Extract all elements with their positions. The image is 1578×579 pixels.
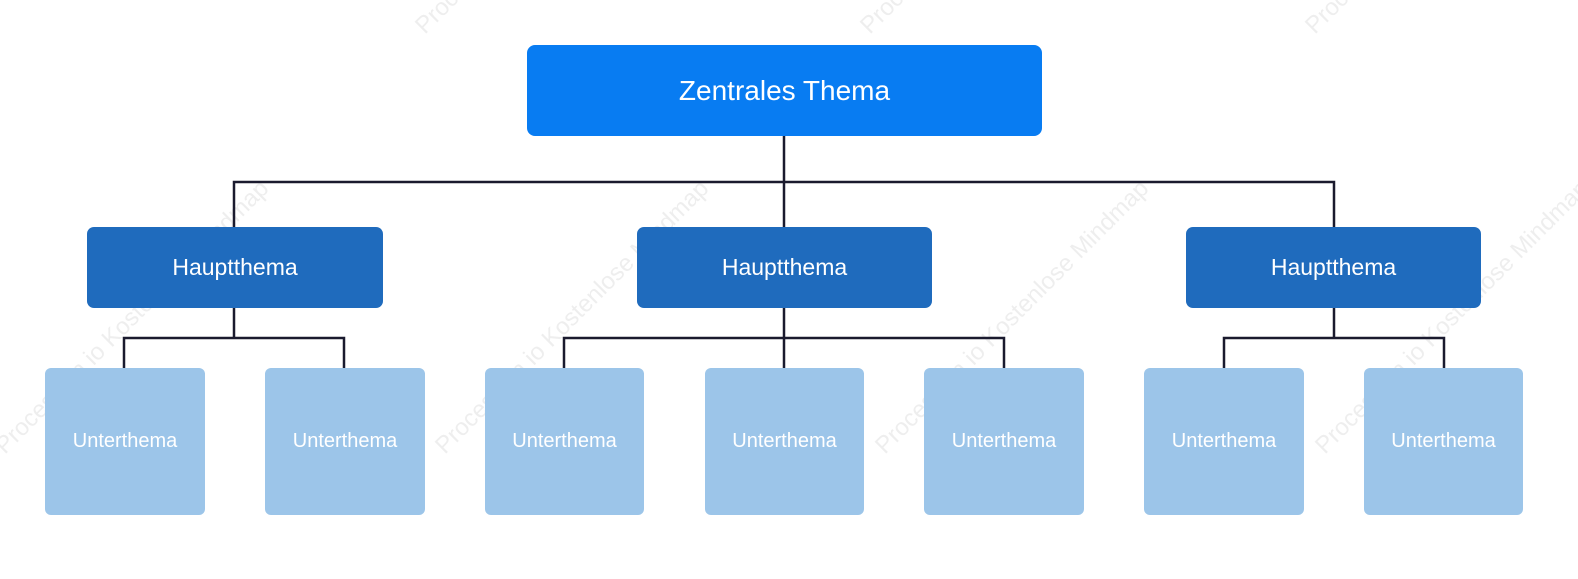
main-topic-2[interactable]: Hauptthema <box>637 227 932 308</box>
connector-group-2 <box>562 307 1006 369</box>
main-topic-label: Hauptthema <box>172 254 298 280</box>
subtopic-2-2[interactable]: Unterthema <box>705 368 864 515</box>
central-topic-label: Zentrales Thema <box>678 74 891 106</box>
connector-group-1 <box>122 307 346 369</box>
subtopic-1-2[interactable]: Unterthema <box>265 368 425 515</box>
subtopic-2-1[interactable]: Unterthema <box>485 368 644 515</box>
subtopic-label: Unterthema <box>732 430 837 452</box>
subtopic-label: Unterthema <box>512 430 617 452</box>
connector-group-3 <box>1222 307 1446 369</box>
subtopic-label: Unterthema <box>1391 430 1496 452</box>
main-topic-3[interactable]: Hauptthema <box>1186 227 1481 308</box>
central-topic[interactable]: Zentrales Thema <box>527 45 1042 136</box>
main-topic-1[interactable]: Hauptthema <box>87 227 383 308</box>
main-topic-label: Hauptthema <box>721 254 848 280</box>
main-topic-label: Hauptthema <box>1270 254 1397 280</box>
subtopic-3-1[interactable]: Unterthema <box>1144 368 1304 515</box>
subtopic-label: Unterthema <box>951 430 1057 452</box>
subtopic-3-2[interactable]: Unterthema <box>1364 368 1523 515</box>
subtopic-label: Unterthema <box>292 430 398 452</box>
subtopic-label: Unterthema <box>72 430 178 452</box>
subtopic-2-3[interactable]: Unterthema <box>924 368 1084 515</box>
subtopic-label: Unterthema <box>1171 430 1277 452</box>
subtopic-1-1[interactable]: Unterthema <box>45 368 205 515</box>
